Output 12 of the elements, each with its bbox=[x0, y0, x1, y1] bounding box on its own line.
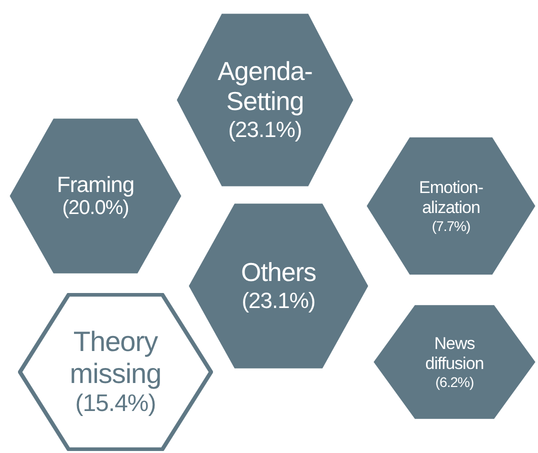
hexagon-label: Emotion- alization bbox=[418, 178, 484, 218]
percentage-label: (6.2%) bbox=[435, 374, 474, 390]
hexagon-label: Agenda- Setting bbox=[216, 57, 314, 118]
percentage-label: (15.4%) bbox=[75, 390, 156, 418]
percentage-label: (23.1%) bbox=[228, 117, 302, 143]
hexagon-label: Framing bbox=[56, 172, 134, 198]
hexagon-label: News diffusion bbox=[424, 334, 485, 374]
percentage-label: (20.0%) bbox=[62, 197, 129, 220]
hexagon-label: Others bbox=[240, 258, 316, 288]
hexagon-label: Theory missing bbox=[68, 326, 162, 390]
percentage-label: (7.7%) bbox=[432, 218, 470, 234]
percentage-label: (23.1%) bbox=[242, 288, 316, 314]
